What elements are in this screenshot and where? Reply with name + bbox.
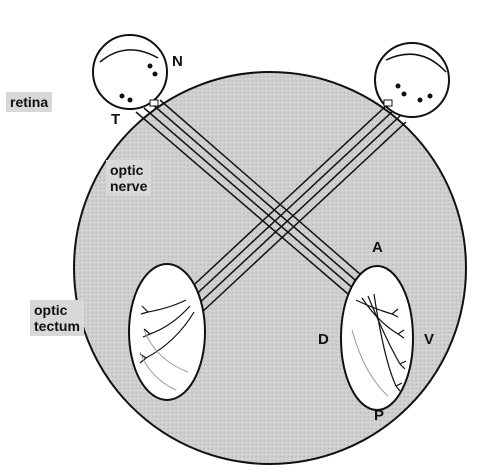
left-eye [93, 35, 167, 109]
optic-nerve-label-line2: nerve [110, 178, 147, 194]
left-optic-tectum [129, 264, 205, 400]
optic-tectum-label-line2: tectum [34, 318, 80, 334]
letter-t: T [111, 112, 120, 128]
head-outline [74, 72, 466, 464]
retina-label: retina [6, 92, 52, 112]
optic-tectum-label-line1: optic [34, 302, 80, 318]
letter-p: P [374, 408, 384, 424]
optic-tectum-label: optic tectum [30, 300, 84, 336]
right-optic-tectum [341, 266, 413, 410]
right-eye [375, 43, 449, 117]
optic-nerve-label-line1: optic [110, 162, 147, 178]
optic-nerve-label: optic nerve [106, 160, 151, 196]
letter-a: A [372, 240, 383, 256]
letter-v: V [424, 332, 434, 348]
letter-n: N [172, 54, 183, 70]
letter-d: D [318, 332, 329, 348]
